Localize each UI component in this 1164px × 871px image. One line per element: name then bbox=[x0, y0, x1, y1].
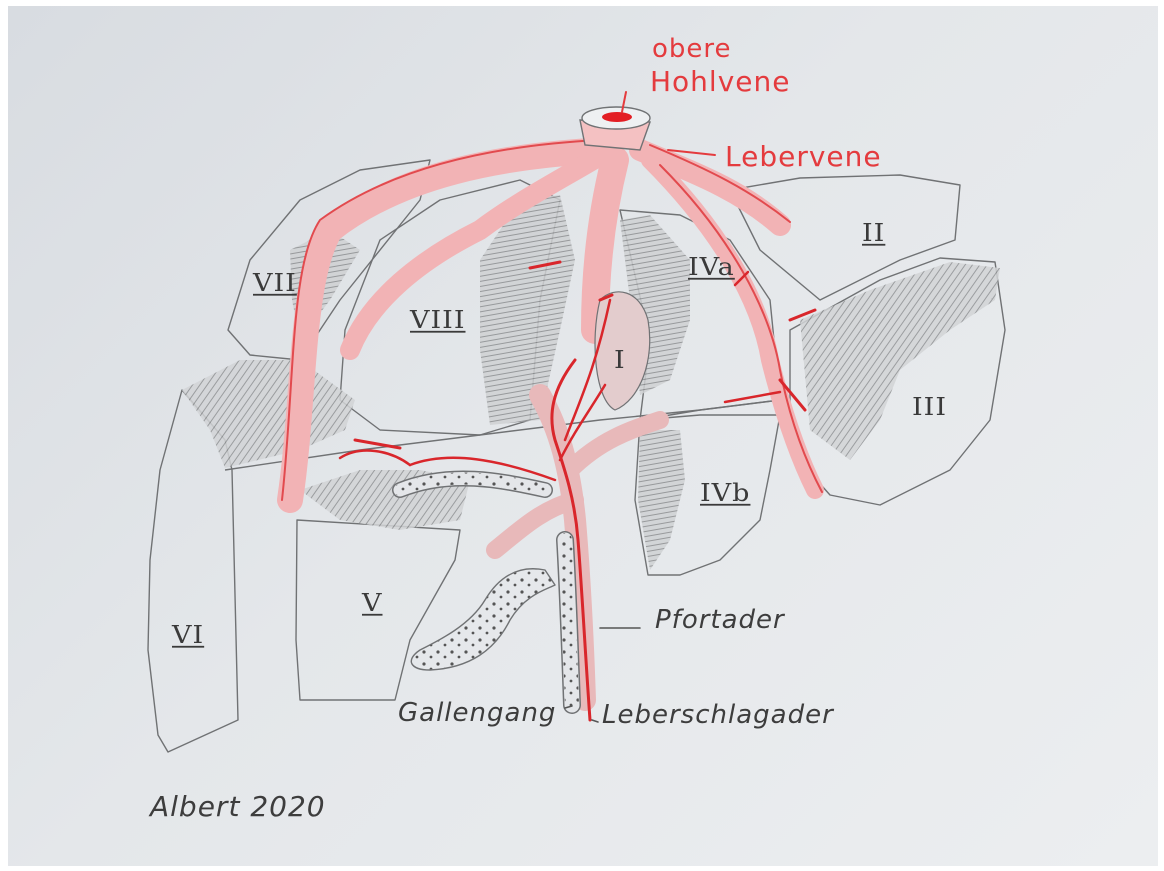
vessel-tick-7 bbox=[355, 440, 400, 448]
segment-label-i: I bbox=[614, 347, 626, 375]
shadow-area-iii bbox=[800, 262, 1000, 460]
label-vena-cava-line2: Hohlvene bbox=[650, 65, 790, 98]
segment-label-vii: VII bbox=[253, 270, 297, 298]
segment-label-vi: VI bbox=[172, 622, 204, 650]
segment-label-iva: IVa bbox=[688, 254, 735, 282]
segment-label-iii: III bbox=[912, 394, 947, 422]
signature: Albert 2020 bbox=[150, 790, 326, 823]
segment-label-ii: II bbox=[862, 220, 885, 248]
label-bile-duct: Gallengang bbox=[398, 698, 556, 728]
vena-cava-drawing bbox=[580, 107, 650, 150]
hepatic-artery-branch-far-left bbox=[340, 451, 410, 465]
label-portal-vein: Pfortader bbox=[655, 605, 785, 635]
gallbladder-outline bbox=[411, 569, 555, 670]
leader-hepatic-artery bbox=[592, 720, 598, 722]
label-hepatic-vein: Lebervene bbox=[725, 140, 882, 173]
segment-label-ivb: IVb bbox=[700, 480, 750, 508]
shadow-area-left bbox=[182, 360, 355, 468]
segment-label-viii: VIII bbox=[410, 307, 466, 335]
label-vena-cava-line1: obere bbox=[652, 34, 732, 64]
label-hepatic-artery: Leberschlagader bbox=[602, 700, 834, 730]
shadow-area-ivb bbox=[638, 430, 685, 570]
segment-label-v: V bbox=[362, 590, 383, 618]
